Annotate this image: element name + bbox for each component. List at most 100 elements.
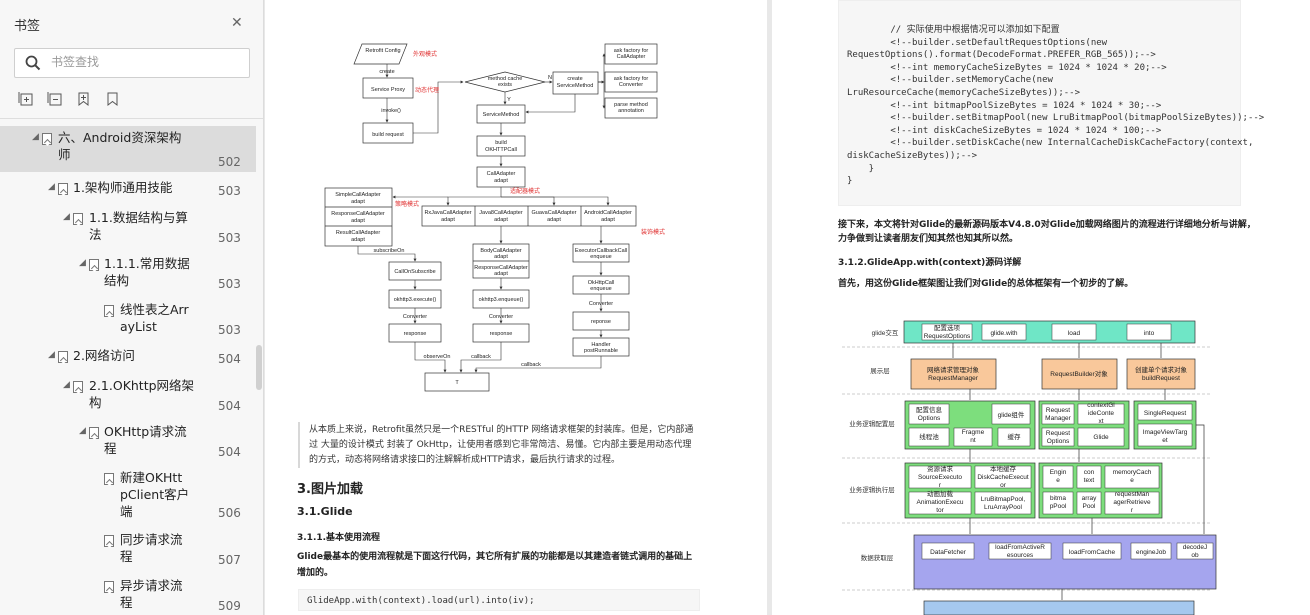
bookmark-item[interactable]: ◢ 1.1.1.常用数据结构 503 <box>0 252 256 292</box>
svg-text:con: con <box>1084 469 1095 476</box>
svg-text:r: r <box>1131 507 1134 514</box>
bookmark-icon <box>58 351 68 363</box>
svg-text:contextGl: contextGl <box>1087 402 1115 409</box>
svg-text:loadFromCache: loadFromCache <box>1069 549 1116 556</box>
svg-text:适配器模式: 适配器模式 <box>510 187 540 195</box>
svg-text:subscribeOn: subscribeOn <box>374 248 405 254</box>
svg-text:response: response <box>490 331 513 337</box>
code-block: GlideApp.with(context).load(url).into(iv… <box>298 589 700 611</box>
svg-text:Service Proxy: Service Proxy <box>371 87 405 93</box>
code-block: // 实际使用中根据情况可以添加如下配置 <!--builder.setDefa… <box>838 0 1264 206</box>
svg-text:创建单个请求对象: 创建单个请求对象 <box>1135 365 1188 374</box>
bookmark-icon <box>104 305 114 317</box>
bookmark-item[interactable]: ◢ 2.网络访问 504 <box>0 344 256 372</box>
svg-text:ResponseCallAdapter: ResponseCallAdapter <box>474 265 528 271</box>
svg-text:agerRetrieve: agerRetrieve <box>1113 499 1151 506</box>
collapse-arrow-icon[interactable]: ◢ <box>63 212 70 222</box>
svg-text:ask factory for: ask factory for <box>614 76 649 82</box>
collapse-arrow-icon[interactable]: ◢ <box>79 258 86 268</box>
svg-text:create: create <box>379 69 394 75</box>
svg-text:decodeJ: decodeJ <box>1183 544 1208 551</box>
svg-text:OkHttpCall: OkHttpCall <box>588 280 615 286</box>
svg-text:okhttp3.execute(): okhttp3.execute() <box>394 297 437 303</box>
bookmark-label: 1.架构师通用技能 <box>73 180 173 195</box>
svg-text:动画加载: 动画加载 <box>927 489 954 498</box>
svg-text:buildRequest: buildRequest <box>1142 375 1180 382</box>
svg-text:invoke(): invoke() <box>381 108 401 114</box>
svg-text:annotation: annotation <box>618 108 644 114</box>
svg-text:loadFromActiveR: loadFromActiveR <box>995 544 1045 551</box>
bookmark-item[interactable]: ◢ 1.1.数据结构与算法 503 <box>0 206 256 246</box>
collapse-arrow-icon[interactable]: ◢ <box>79 426 86 436</box>
svg-text:SourceExecuto: SourceExecuto <box>918 474 962 481</box>
page-number: 503 <box>218 231 241 245</box>
svg-text:e: e <box>1056 477 1060 484</box>
svg-text:Pool: Pool <box>1082 503 1096 510</box>
bookmark-item[interactable]: 同步请求流程 507 <box>0 528 256 568</box>
bookmark-item[interactable]: 异步请求流程 509 <box>0 574 256 614</box>
bookmark-item[interactable]: ◢ 1.架构师通用技能 503 <box>0 176 256 204</box>
svg-text:r: r <box>939 482 942 489</box>
svg-text:build: build <box>495 140 507 146</box>
panel-title: 书签 <box>14 19 41 34</box>
svg-text:Fragme: Fragme <box>962 429 985 436</box>
svg-text:AndroidCallAdapter: AndroidCallAdapter <box>584 210 632 216</box>
subsection-heading: 3.1.2.GlideApp.with(context)源码详解 <box>838 258 1022 268</box>
svg-text:本地缓存: 本地缓存 <box>990 464 1017 473</box>
page-number: 504 <box>218 445 241 459</box>
bookmark-icon <box>73 381 83 393</box>
close-icon[interactable]: ✕ <box>231 15 243 31</box>
expand-all-icon[interactable] <box>18 91 36 109</box>
quote-caption: 从本质上来说，Retrofit虽然只是一个RESTful 的HTTP 网络请求框… <box>309 425 694 465</box>
svg-text:tor: tor <box>936 507 944 514</box>
svg-text:RequestManager: RequestManager <box>928 375 979 382</box>
svg-text:parse method: parse method <box>614 102 648 108</box>
bookmark-item[interactable]: ◢ 2.1.OKhttp网络架构 504 <box>0 374 256 414</box>
bookmark-icon <box>104 473 114 485</box>
bookmark-icon[interactable] <box>105 91 123 109</box>
bookmark-item[interactable]: ◢ OKHttp请求流程 504 <box>0 420 256 460</box>
collapse-all-icon[interactable] <box>47 91 65 109</box>
svg-text:ResultCallAdapter: ResultCallAdapter <box>336 230 380 236</box>
svg-text:method cache: method cache <box>488 76 523 82</box>
search-icon <box>25 55 41 75</box>
svg-text:GuavaCallAdapter: GuavaCallAdapter <box>532 210 577 216</box>
page-number: 503 <box>218 323 241 337</box>
svg-text:CallAdapter: CallAdapter <box>617 54 646 60</box>
svg-text:ideConte: ideConte <box>1088 410 1114 417</box>
scrollbar-thumb[interactable] <box>256 345 262 390</box>
subsubsection-heading: 3.1.1.基本使用流程 <box>297 533 381 543</box>
page-number: 504 <box>218 352 241 366</box>
code-line: GlideApp.with(context).load(url).into(iv… <box>307 596 535 606</box>
bookmark-label: 1.1.1.常用数据结构 <box>104 256 190 288</box>
svg-text:Engin: Engin <box>1050 469 1067 476</box>
subsection-heading: 3.1.Glide <box>297 505 353 518</box>
page-number: 509 <box>218 599 241 613</box>
bookmark-item[interactable]: ◢ 六、Android资深架构师 502 <box>0 126 256 172</box>
bookmark-icon <box>73 213 83 225</box>
collapse-arrow-icon[interactable]: ◢ <box>48 350 55 360</box>
svg-text:nt: nt <box>970 437 976 444</box>
bookmark-icon <box>89 427 99 439</box>
search-input[interactable] <box>51 55 241 69</box>
bookmark-icon <box>58 183 68 195</box>
svg-text:glide交互: glide交互 <box>872 328 899 337</box>
svg-text:Glide: Glide <box>1093 434 1109 441</box>
bookmark-search[interactable] <box>14 48 250 78</box>
svg-text:load: load <box>1068 330 1081 337</box>
bookmark-label: 2.1.OKhttp网络架构 <box>89 378 195 410</box>
svg-text:Options: Options <box>1047 438 1070 445</box>
svg-text:Request: Request <box>1046 430 1070 437</box>
add-bookmark-icon[interactable] <box>76 91 94 109</box>
collapse-arrow-icon[interactable]: ◢ <box>63 380 70 390</box>
svg-text:数据获取层: 数据获取层 <box>861 553 894 562</box>
svg-text:pPool: pPool <box>1050 503 1067 510</box>
collapse-arrow-icon[interactable]: ◢ <box>48 182 55 192</box>
svg-text:RxJavaCallAdapter: RxJavaCallAdapter <box>424 210 471 216</box>
glide-architecture-diagram: glide交互 展示层 业务逻辑配置层 业务逻辑执行层 数据获取层 <box>842 320 1217 615</box>
svg-text:LruArrayPool: LruArrayPool <box>984 504 1022 511</box>
collapse-arrow-icon[interactable]: ◢ <box>32 132 39 142</box>
